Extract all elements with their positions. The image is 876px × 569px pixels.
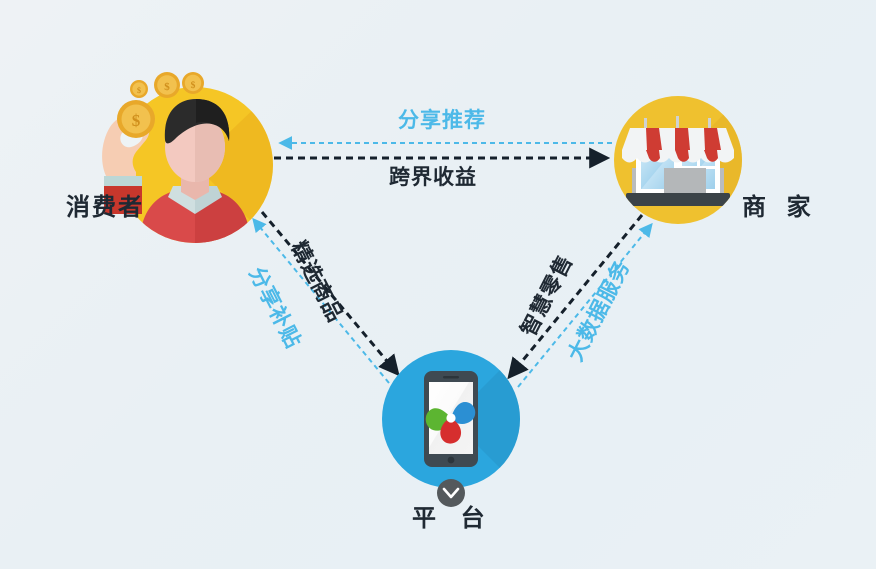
node-consumer[interactable]: $ $ $ $ <box>102 60 305 275</box>
node-label-consumer: 消费者 <box>66 194 144 221</box>
svg-text:$: $ <box>191 80 196 91</box>
platform-logo-icon <box>425 402 476 444</box>
node-merchant[interactable] <box>614 68 770 252</box>
node-platform[interactable] <box>382 319 551 519</box>
edge-label-crossover-income: 跨界收益 <box>389 166 477 189</box>
edge-label-share-recommend: 分享推荐 <box>398 109 486 132</box>
chevron-down-icon[interactable] <box>437 479 465 507</box>
coin-stack-icon: $ $ $ $ <box>117 72 204 138</box>
edge-smart-retail <box>507 214 644 380</box>
edge-bigdata-service <box>517 222 653 388</box>
node-label-platform: 平 台 <box>412 505 494 532</box>
svg-text:$: $ <box>137 86 141 95</box>
svg-text:$: $ <box>164 81 170 93</box>
svg-text:$: $ <box>132 111 141 130</box>
node-label-merchant: 商 家 <box>742 194 818 221</box>
